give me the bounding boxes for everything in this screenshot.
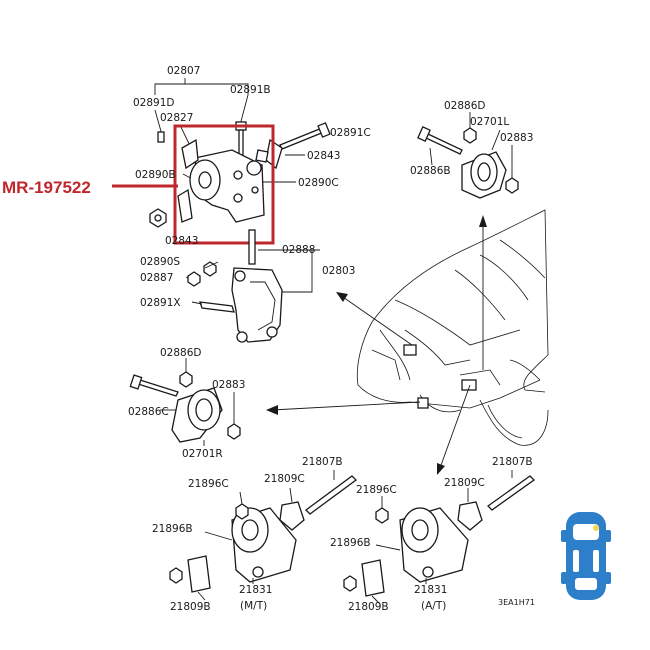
transmission-mount-at — [343, 470, 536, 605]
label-21809c-left: 21809C — [264, 473, 305, 485]
car-top-view-icon — [561, 512, 611, 600]
label-02807: 02807 — [167, 65, 200, 77]
label-mt: (M/T) — [240, 600, 267, 612]
label-02701r: 02701R — [182, 448, 223, 460]
label-21807b-left: 21807B — [302, 456, 343, 468]
engine-mount-left — [417, 112, 519, 199]
label-02886c: 02886C — [128, 406, 169, 418]
label-02891d: 02891D — [133, 97, 175, 109]
label-02843-top: 02843 — [307, 150, 340, 162]
label-02890s: 02890S — [140, 256, 180, 268]
label-02888: 02888 — [282, 244, 315, 256]
engine-mount-right — [129, 358, 241, 446]
label-02891x: 02891X — [140, 297, 181, 309]
label-02886d-right: 02886D — [444, 100, 486, 112]
highlighted-part-number: MR-197522 — [2, 178, 91, 197]
car-engine-bay-outline — [356, 209, 549, 446]
label-21809b-right: 21809B — [348, 601, 389, 613]
mount-bracket-lower — [185, 229, 320, 343]
label-02886b: 02886B — [410, 165, 451, 177]
part-labels: 02807 02891D 02891B 02827 02891C 02843 0… — [128, 65, 535, 613]
label-21831-left: 21831 — [239, 584, 272, 596]
label-02890c: 02890C — [298, 177, 339, 189]
engine-mount-bracket-assembly — [149, 78, 331, 228]
label-02887: 02887 — [140, 272, 173, 284]
pointer-arrows — [266, 215, 487, 475]
label-21809b-left: 21809B — [170, 601, 211, 613]
label-21831-right: 21831 — [414, 584, 447, 596]
diagram-code: 3EA1H71 — [498, 598, 535, 607]
label-02883-right: 02883 — [500, 132, 533, 144]
label-02890b: 02890B — [135, 169, 176, 181]
label-21896c-right: 21896C — [356, 484, 397, 496]
label-02891c: 02891C — [330, 127, 371, 139]
label-21809c-right: 21809C — [444, 477, 485, 489]
label-21896b-left: 21896B — [152, 523, 193, 535]
label-21807b-right: 21807B — [492, 456, 533, 468]
label-02843-bottom: 02843 — [165, 235, 198, 247]
label-02803: 02803 — [322, 265, 355, 277]
label-02701l: 02701L — [470, 116, 509, 128]
label-21896c-left: 21896C — [188, 478, 229, 490]
label-at: (A/T) — [421, 600, 446, 612]
label-02891b: 02891B — [230, 84, 271, 96]
label-02883-left: 02883 — [212, 379, 245, 391]
label-21896b-right: 21896B — [330, 537, 371, 549]
label-02827: 02827 — [160, 112, 193, 124]
label-02886d-left: 02886D — [160, 347, 202, 359]
transmission-mount-mt — [169, 470, 357, 601]
